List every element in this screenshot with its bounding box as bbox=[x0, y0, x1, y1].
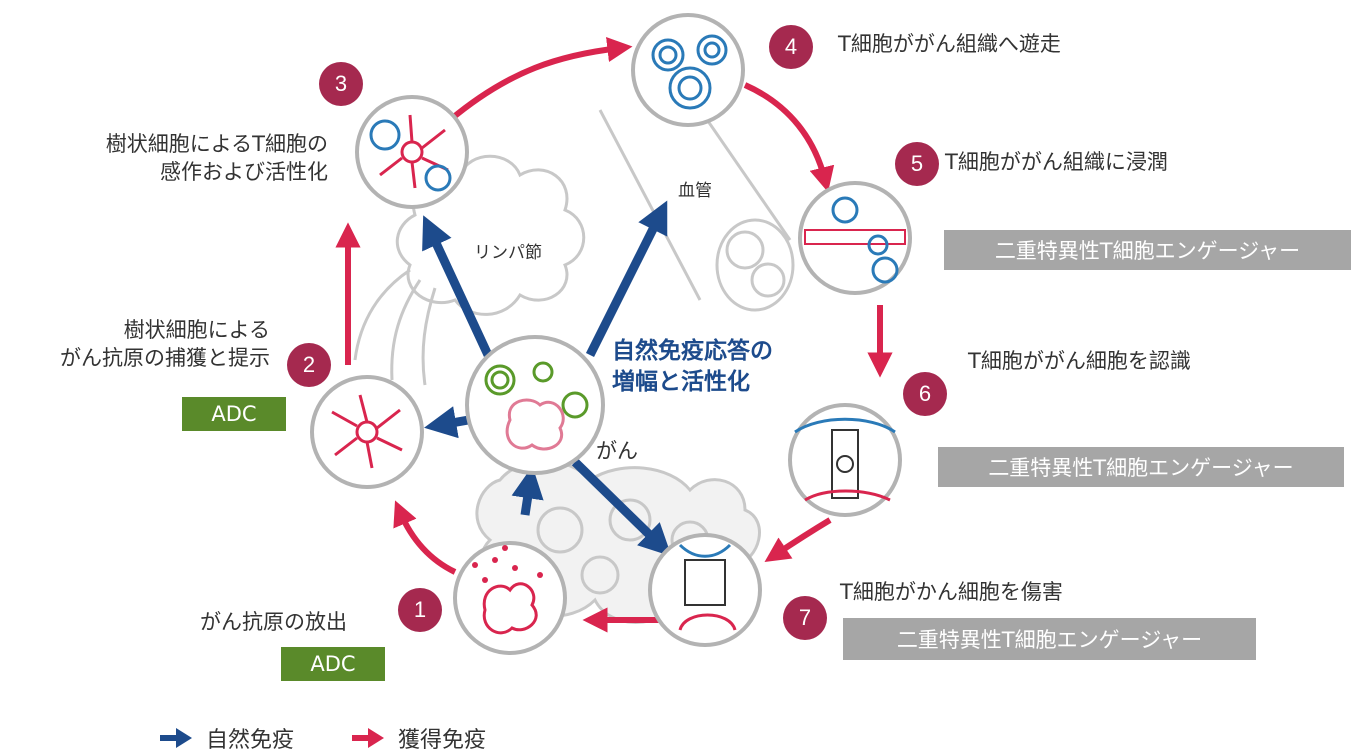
center-title-line1: 自然免疫応答の bbox=[612, 338, 773, 364]
cell-circle-1 bbox=[453, 541, 567, 655]
step2-label: 樹状細胞による がん抗原の捕獲と提示 bbox=[8, 316, 270, 373]
step3-label: 樹状細胞によるT細胞の 感作および活性化 bbox=[30, 130, 328, 187]
step2-adc-tag: ADC bbox=[182, 397, 286, 431]
step5-label: T細胞ががん組織に浸潤 bbox=[945, 150, 1168, 174]
step6-bispecific-tag: 二重特異性T細胞エンゲージャー bbox=[938, 447, 1344, 487]
lymph-node-label: リンパ節 bbox=[474, 243, 542, 263]
adaptive-arrows bbox=[335, 36, 893, 633]
step5-bispecific-tag: 二重特異性T細胞エンゲージャー bbox=[944, 230, 1351, 270]
cell-circle-7 bbox=[648, 533, 762, 647]
step3-label-line1: 樹状細胞によるT細胞の bbox=[105, 132, 328, 156]
step2-label-line1: 樹状細胞による bbox=[123, 318, 270, 342]
step3-label-line2: 感作および活性化 bbox=[160, 160, 328, 185]
step7-bispecific-tag: 二重特異性T細胞エンゲージャー bbox=[843, 618, 1256, 660]
legend-adaptive-label: 獲得免疫 bbox=[398, 728, 487, 753]
cell-circle-5 bbox=[798, 181, 912, 295]
cell-circle-6 bbox=[788, 403, 902, 517]
red-arrow-icon bbox=[352, 728, 384, 748]
step1-adc-tag: ADC bbox=[281, 647, 385, 681]
step1-label: がん抗原の放出 bbox=[200, 610, 347, 634]
step7-badge: 7 bbox=[783, 596, 827, 640]
step4-badge: 4 bbox=[769, 25, 813, 69]
blood-vessel-label: 血管 bbox=[678, 181, 712, 201]
legend-adaptive: 獲得免疫 bbox=[350, 722, 486, 754]
step3-badge: 3 bbox=[319, 62, 363, 106]
lymph-node-shape bbox=[353, 154, 586, 386]
step2-badge: 2 bbox=[287, 343, 331, 387]
step6-label: T細胞ががん細胞を認識 bbox=[968, 349, 1191, 373]
cell-circle-4 bbox=[631, 13, 745, 127]
step5-badge: 5 bbox=[895, 142, 939, 186]
legend-innate-label: 自然免疫 bbox=[206, 728, 295, 753]
step7-label: T細胞がかん細胞を傷害 bbox=[840, 580, 1063, 604]
cancer-label: がん bbox=[596, 439, 638, 463]
innate-arrows bbox=[422, 200, 672, 557]
blue-arrow-icon bbox=[160, 728, 192, 748]
cell-circle-center bbox=[465, 335, 605, 475]
cell-circle-3 bbox=[355, 95, 469, 209]
step2-label-line2: がん抗原の捕獲と提示 bbox=[60, 346, 270, 371]
cell-circle-2 bbox=[310, 375, 424, 489]
step6-badge: 6 bbox=[903, 372, 947, 416]
step4-label: T細胞ががん組織へ遊走 bbox=[838, 32, 1061, 56]
center-title-line2: 増幅と活性化 bbox=[612, 369, 750, 396]
legend-innate: 自然免疫 bbox=[158, 722, 294, 754]
step1-badge: 1 bbox=[398, 588, 442, 632]
